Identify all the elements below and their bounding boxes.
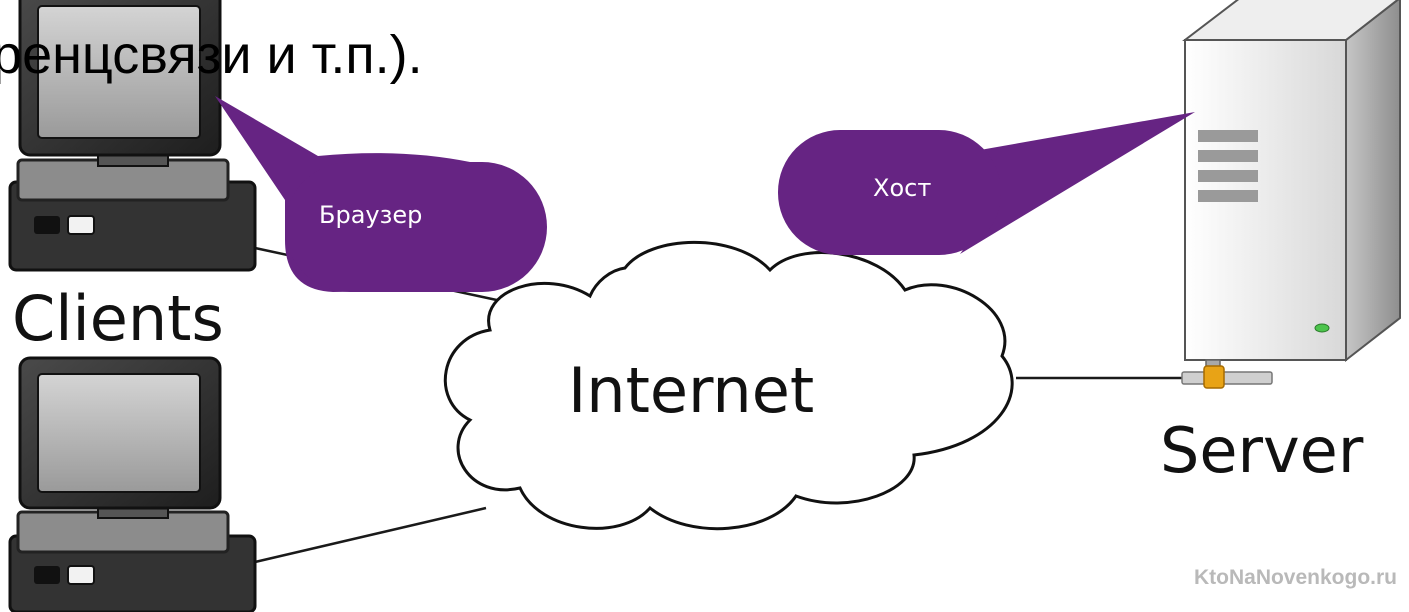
client-computer-2	[8, 356, 257, 612]
link-client2-internet	[254, 506, 487, 564]
server-label: Server	[1160, 414, 1364, 487]
host-callout	[778, 112, 1195, 255]
browser-bubble-label: Браузер	[319, 201, 423, 229]
server-tower	[1182, 0, 1401, 363]
callout-body	[778, 130, 1001, 255]
computer-icon	[8, 0, 257, 272]
browser-callout	[215, 96, 547, 292]
host-bubble-label: Хост	[873, 174, 932, 202]
computer-icon	[8, 356, 257, 612]
clients-label: Clients	[12, 282, 224, 355]
internet-cloud	[443, 240, 1014, 531]
server-icon	[1182, 0, 1401, 363]
client-computer-1	[8, 0, 257, 272]
callout-tail	[960, 112, 1195, 254]
connector-node	[1203, 365, 1225, 389]
callout-body	[285, 162, 547, 292]
internet-label: Internet	[568, 354, 815, 427]
server-network-connector	[1181, 359, 1273, 389]
heading-line-2: еренцсвязи и т.п.).	[0, 25, 423, 85]
site-watermark: KtoNaNovenkogo.ru	[1193, 566, 1397, 589]
